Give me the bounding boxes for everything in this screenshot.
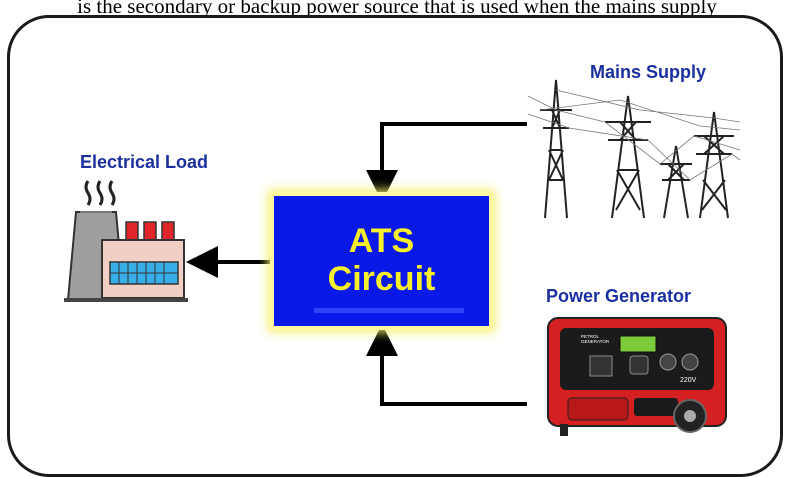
generator-brand-line2: GENERATOR (581, 339, 610, 344)
transmission-towers-icon (527, 79, 741, 219)
generator-brand-line1: PETROL (581, 334, 600, 339)
ats-circuit-box: ATS Circuit (274, 196, 489, 326)
caption-text: is the secondary or backup power source … (77, 0, 717, 18)
ats-subtitle: Circuit (327, 260, 436, 298)
arrow-generator-to-ats (366, 324, 527, 406)
mains-supply-label: Mains Supply (590, 62, 707, 82)
power-generator-label: Power Generator (546, 286, 692, 306)
diagram-canvas: PETROL GENERATOR 220V (64, 79, 741, 436)
ats-underline (314, 308, 464, 313)
arrow-mains-to-ats (366, 122, 527, 202)
electrical-load-label: Electrical Load (80, 152, 209, 172)
factory-icon (64, 180, 188, 302)
generator-icon: PETROL GENERATOR 220V (547, 317, 727, 436)
generator-voltage: 220V (680, 377, 697, 384)
ats-title: ATS (348, 222, 415, 260)
